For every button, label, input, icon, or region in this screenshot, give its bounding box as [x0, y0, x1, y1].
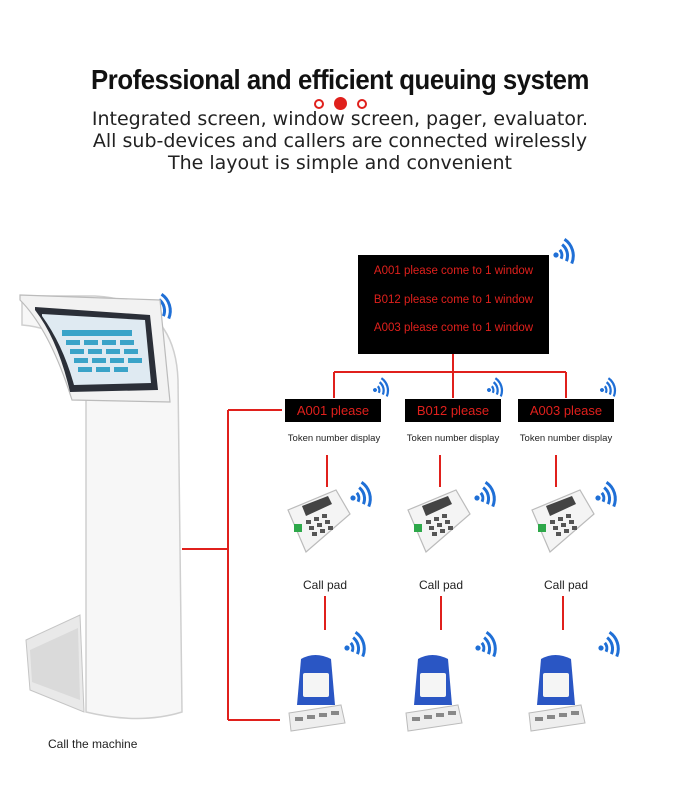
subtitle-line-2: All sub-devices and callers are connecte…	[92, 130, 588, 152]
wifi-icon	[368, 376, 394, 403]
subtitle-line-1: Integrated screen, window screen, pager,…	[91, 108, 589, 130]
evaluator-device	[288, 655, 346, 732]
kiosk-machine	[19, 294, 183, 720]
main-display-screen: A001 please come to 1 window B012 please…	[358, 255, 549, 354]
pad-caption-3: Call pad	[543, 578, 589, 592]
evaluator-device	[528, 655, 586, 732]
kiosk-caption: Call the machine	[48, 737, 138, 751]
display-caption-2: Token number display	[406, 433, 500, 444]
carousel-dot[interactable]	[313, 98, 324, 109]
main-screen-line: A003 please come to 1 window	[373, 322, 534, 334]
pad-caption-2: Call pad	[418, 578, 464, 592]
main-screen-line: A001 please come to 1 window	[373, 265, 534, 277]
wifi-icon	[344, 480, 378, 515]
wifi-icon	[592, 630, 626, 665]
wifi-icon	[547, 237, 581, 272]
connector-lines	[182, 354, 567, 721]
subtitle-line-3: The layout is simple and convenient	[167, 152, 512, 174]
window-display-1: A001 please	[285, 399, 381, 422]
wifi-icon	[589, 480, 623, 515]
page-title: Professional and efficient queuing syste…	[91, 64, 589, 95]
window-display-2: B012 please	[405, 399, 501, 422]
carousel-dots	[0, 95, 680, 113]
wifi-icon	[482, 376, 508, 403]
wifi-icon	[595, 376, 621, 403]
main-screen-line: B012 please come to 1 window	[373, 294, 534, 306]
display-caption-1: Token number display	[287, 433, 381, 444]
wifi-icon	[468, 480, 502, 515]
pad-caption-1: Call pad	[302, 578, 348, 592]
display-caption-3: Token number display	[519, 433, 613, 444]
carousel-dot[interactable]	[356, 98, 367, 109]
call-pad-device	[407, 489, 471, 553]
wifi-icon	[469, 630, 503, 665]
window-display-3: A003 please	[518, 399, 614, 422]
call-pad-device	[287, 489, 351, 553]
wifi-icon	[338, 630, 372, 665]
call-pad-device	[531, 489, 595, 553]
evaluator-device	[405, 655, 463, 732]
carousel-dot-active[interactable]	[333, 97, 347, 111]
